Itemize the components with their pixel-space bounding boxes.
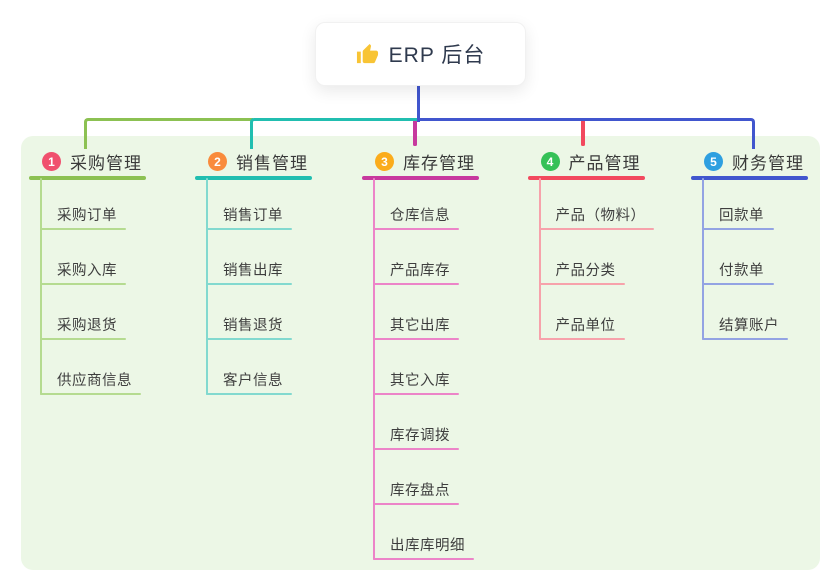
child-underline [538,282,625,285]
branch-head-1[interactable]: 1 采购管理 [42,149,142,174]
child-underline [40,282,126,285]
branch-head-4[interactable]: 4 产品管理 [540,149,641,174]
branch-label: 销售管理 [236,154,308,173]
child-item-label[interactable]: 库存盘点 [390,483,450,499]
branch-spine-1 [40,178,42,395]
branch-underline-3 [362,176,479,180]
branch-spine-3 [373,178,375,560]
connector-drop-branch-4 [581,120,585,146]
child-underline [373,447,459,450]
child-item-label[interactable]: 采购订单 [57,208,117,224]
child-item-label[interactable]: 产品库存 [390,263,450,279]
child-underline [206,282,292,285]
child-item-label[interactable]: 结算账户 [719,318,779,334]
child-underline [538,337,625,340]
branch-underline-1 [29,176,146,180]
child-item-label[interactable]: 回款单 [719,208,764,224]
connector-elbow-branch-2 [249,118,422,149]
child-underline [40,227,126,230]
branch-label: 产品管理 [568,154,641,173]
branch-number-badge: 2 [208,152,227,171]
connector-run-right [416,118,755,149]
branch-spine-4 [538,178,541,340]
child-underline [373,557,474,560]
child-item-label[interactable]: 产品分类 [555,263,616,279]
branch-number-badge: 5 [704,152,723,171]
child-underline [40,337,126,340]
child-underline [206,392,292,395]
child-underline [702,282,774,285]
connector-root-vertical [416,82,421,122]
child-underline [702,337,788,340]
branch-underline-2 [195,176,312,180]
child-item-label[interactable]: 产品单位 [555,318,616,334]
root-node-label: ERP 后台 [388,44,486,67]
child-item-label[interactable]: 销售订单 [223,208,283,224]
child-item-label[interactable]: 其它入库 [390,373,450,389]
child-item-label[interactable]: 销售出库 [223,263,283,279]
branch-number-badge: 1 [42,152,61,171]
child-underline [373,337,459,340]
branch-label: 库存管理 [403,154,475,173]
child-item-label[interactable]: 仓库信息 [390,208,450,224]
mindmap-panel [21,136,820,570]
branch-spine-5 [702,178,704,340]
child-item-label[interactable]: 产品（物料） [555,208,646,224]
child-item-label[interactable]: 供应商信息 [57,373,132,389]
branch-head-5[interactable]: 5 财务管理 [704,149,804,174]
child-underline [373,392,459,395]
child-item-label[interactable]: 库存调拨 [390,428,450,444]
branch-number-badge: 3 [375,152,394,171]
child-item-label[interactable]: 销售退货 [223,318,283,334]
branch-spine-2 [206,178,208,395]
root-node-erp[interactable]: ERP 后台 [315,22,526,86]
branch-label: 采购管理 [70,154,142,173]
branch-number-badge: 4 [540,152,560,171]
child-item-label[interactable]: 付款单 [719,263,764,279]
branch-underline-4 [527,176,645,180]
connector-drop-branch-3 [413,120,417,146]
child-underline [373,227,459,230]
child-underline [373,282,459,285]
child-item-label[interactable]: 客户信息 [223,373,283,389]
branch-underline-5 [691,176,808,180]
thumbs-up-icon [356,43,378,63]
branch-head-3[interactable]: 3 库存管理 [375,149,475,174]
child-item-label[interactable]: 采购入库 [57,263,117,279]
branch-label: 财务管理 [732,154,804,173]
branch-head-2[interactable]: 2 销售管理 [208,149,308,174]
child-underline [538,227,654,230]
child-item-label[interactable]: 其它出库 [390,318,450,334]
child-underline [206,227,292,230]
child-item-label[interactable]: 出库库明细 [390,538,465,554]
child-underline [40,392,141,395]
child-underline [702,227,774,230]
connector-elbow-branch-1 [83,118,253,149]
child-underline [373,502,459,505]
child-underline [206,337,292,340]
child-item-label[interactable]: 采购退货 [57,318,117,334]
